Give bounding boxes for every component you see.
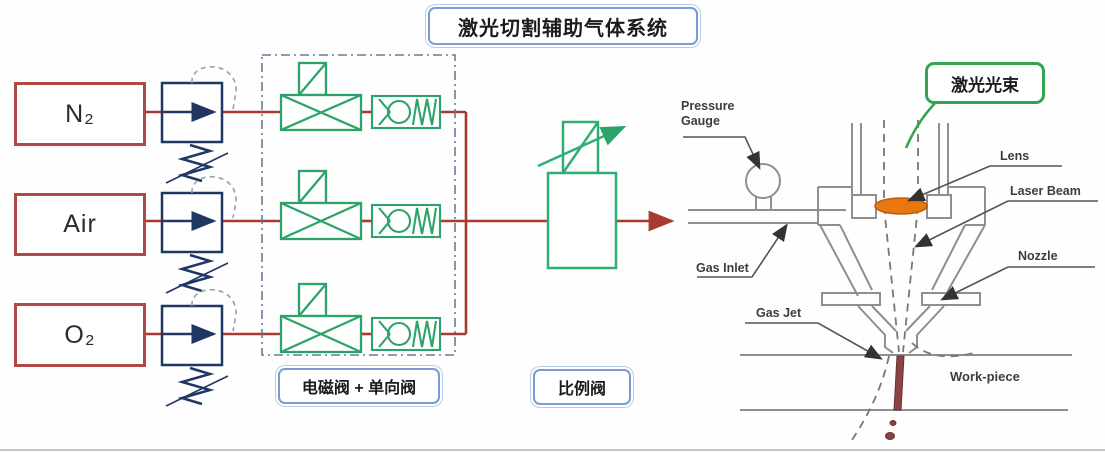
page-title-text: 激光切割辅助气体系统 xyxy=(458,17,668,40)
solenoid-check-valve-callout: 电磁阀 + 单向阀 xyxy=(278,368,440,404)
laser-beam-cn-label: 激光光束 xyxy=(951,75,1019,95)
gas-inlet-leader xyxy=(697,223,788,278)
nozzle-leader xyxy=(940,266,1009,301)
gas-source-o2: O₂ xyxy=(14,303,146,367)
pressure-gauge-label: Pressure Gauge xyxy=(681,99,735,129)
laser-beam-dashed-lines xyxy=(849,120,979,444)
check-valve-air-icon xyxy=(370,203,442,239)
gas-inlet-label: Gas Inlet xyxy=(696,261,749,275)
proportional-valve-callout: 比例阀 xyxy=(533,369,631,405)
check-valve-symbols xyxy=(370,94,442,352)
pressure-regulator-air-icon xyxy=(160,191,229,294)
work-piece-label: Work-piece xyxy=(950,369,1020,384)
regulator-pilot-lines xyxy=(191,65,237,332)
check-valve-n2-icon xyxy=(370,94,442,130)
proportional-valve-label: 比例阀 xyxy=(557,381,606,398)
gas-jet-right-dash xyxy=(911,342,979,358)
pressure-regulator-o2-icon xyxy=(160,304,229,407)
pressure-regulator-n2-icon xyxy=(160,81,229,184)
laser-beam-cn-callout: 激光光束 xyxy=(925,62,1045,104)
laser-beam-callout-tail xyxy=(904,99,939,149)
pressure-gauge-leader xyxy=(683,136,761,170)
gas-source-air-label: Air xyxy=(63,210,97,238)
gas-jet-left-dash xyxy=(849,355,890,444)
solenoid-check-valve-label: 电磁阀 + 单向阀 xyxy=(301,380,417,397)
laser-beam-leader xyxy=(914,200,1009,248)
solenoid-valve-n2-icon xyxy=(279,61,363,132)
nozzle-symbol xyxy=(857,305,945,354)
cut-kerf xyxy=(885,355,905,440)
pressure-gauge-symbol xyxy=(745,163,781,210)
laser-head-drawing xyxy=(688,123,1072,411)
gas-source-o2-label: O₂ xyxy=(64,320,96,349)
proportional-valve-icon xyxy=(537,120,627,270)
laser-beam-label: Laser Beam xyxy=(1010,184,1081,198)
gas-source-n2: N₂ xyxy=(14,82,146,146)
solenoid-valve-o2-icon xyxy=(279,282,363,354)
lens-symbol xyxy=(874,197,928,215)
gas-jet-leader xyxy=(745,322,883,360)
workpiece-lines xyxy=(740,354,1072,411)
lens-label: Lens xyxy=(1000,149,1030,163)
gas-source-air: Air xyxy=(14,193,146,256)
annotation-leaders xyxy=(683,136,1098,360)
nozzle-label: Nozzle xyxy=(1018,249,1058,263)
check-valve-o2-icon xyxy=(370,316,442,352)
gas-jet-label: Gas Jet xyxy=(756,306,802,320)
page-title: 激光切割辅助气体系统 xyxy=(428,7,698,45)
lens-leader xyxy=(907,165,991,202)
gas-source-n2-label: N₂ xyxy=(65,99,95,128)
valve-group-frame xyxy=(261,54,456,356)
pressure-regulator-symbols xyxy=(160,81,229,407)
solenoid-valve-symbols xyxy=(279,61,363,354)
solenoid-valve-air-icon xyxy=(279,169,363,241)
